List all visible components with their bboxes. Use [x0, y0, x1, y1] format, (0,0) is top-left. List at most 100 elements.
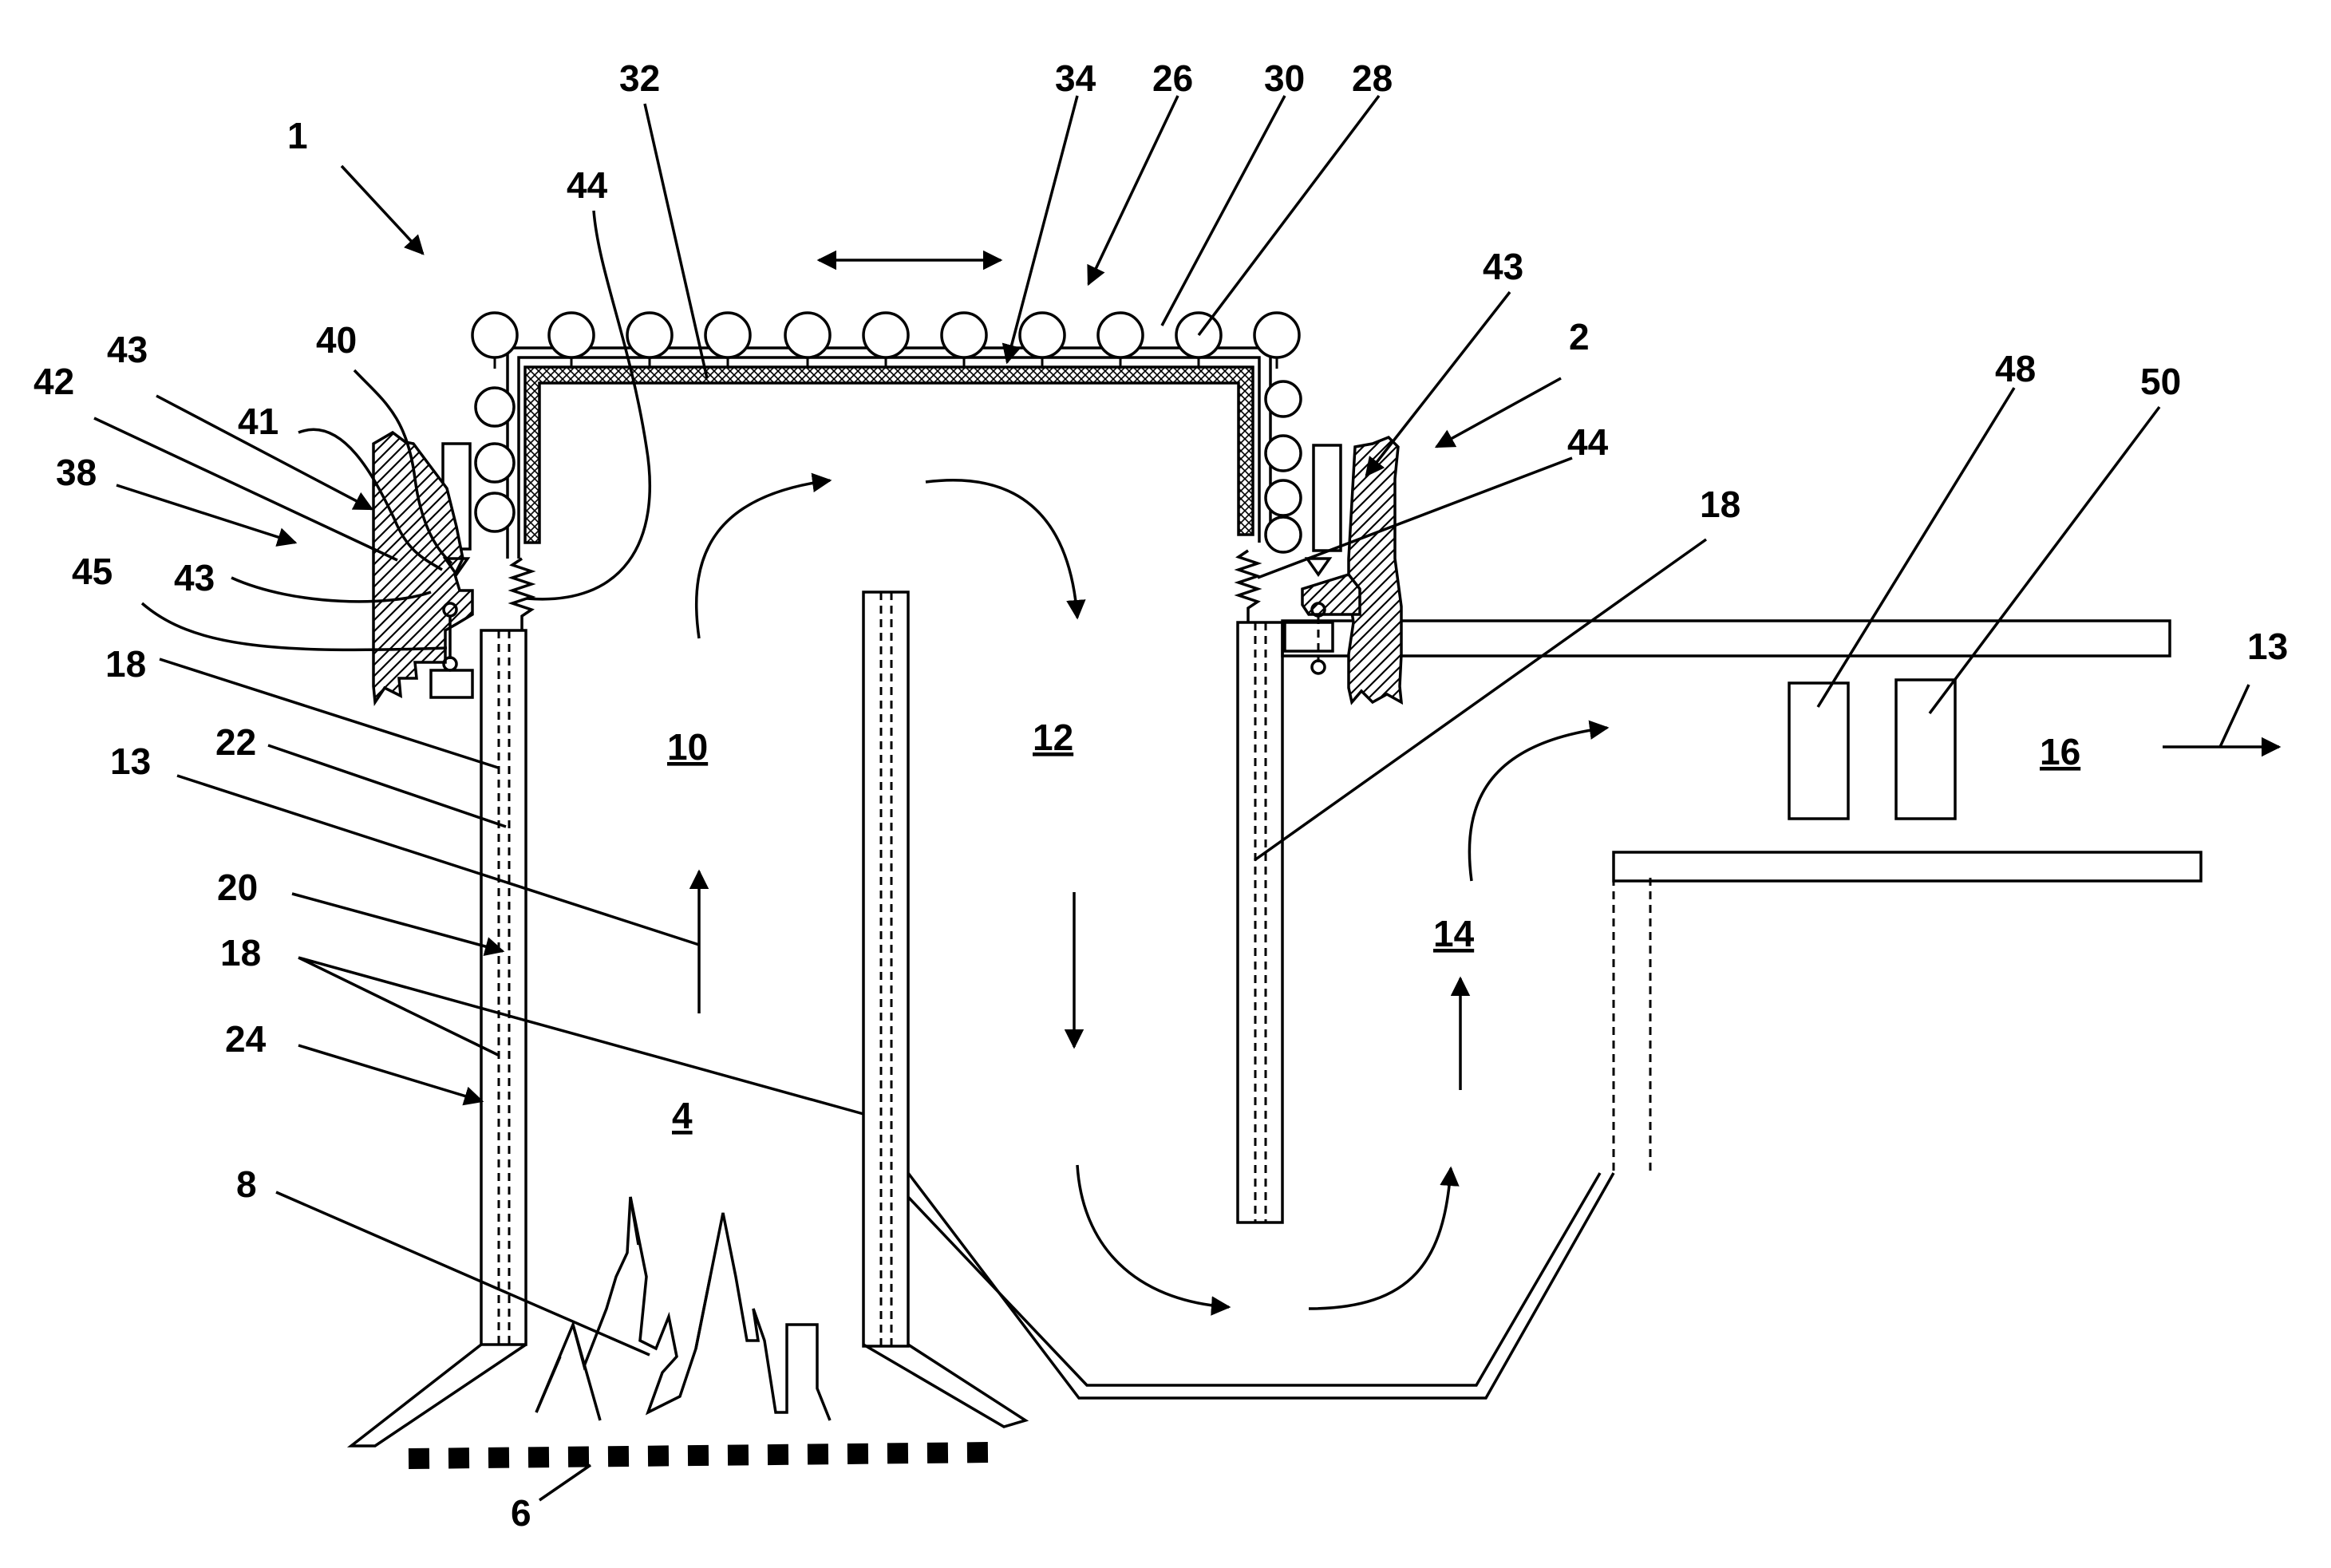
right-hopper-foot: [863, 1345, 1025, 1427]
leader-8: [276, 1192, 650, 1355]
numeral-43c: 43: [1483, 246, 1523, 287]
leader-13a: [177, 776, 699, 945]
roller: [785, 313, 830, 357]
numeral-41: 41: [238, 401, 279, 442]
left-hopper-foot: [351, 1345, 526, 1446]
roller: [863, 313, 908, 357]
right-seal-block: [1349, 437, 1401, 702]
flue-duct-upper-wall: [1282, 621, 2170, 656]
flame: [536, 1197, 830, 1420]
numeral-18a: 18: [105, 643, 146, 685]
roller: [476, 388, 514, 426]
zone-14: 14: [1433, 913, 1475, 954]
numeral-48: 48: [1995, 348, 2036, 389]
numeral-18b: 18: [220, 932, 261, 974]
numeral-38: 38: [56, 452, 97, 493]
lid-insulation: [525, 367, 1253, 543]
numeral-20: 20: [217, 867, 258, 908]
roller: [1098, 313, 1143, 357]
sensor-50: [1896, 680, 1955, 819]
roller: [705, 313, 750, 357]
numeral-24: 24: [225, 1018, 267, 1060]
numeral-43b: 43: [174, 557, 215, 598]
bracket-right: [1314, 445, 1341, 551]
zone-16: 16: [2040, 731, 2080, 772]
numeral-30: 30: [1264, 57, 1305, 99]
roller: [476, 493, 514, 531]
leader-26: [1088, 96, 1178, 284]
numeral-13b: 13: [2247, 626, 2288, 667]
roller: [1266, 436, 1301, 471]
roller: [1266, 381, 1301, 417]
flow-arrow: [1469, 728, 1607, 881]
flow-arrow: [697, 480, 830, 638]
leader-20: [292, 894, 503, 951]
flow-arrow: [1077, 1165, 1229, 1307]
latch-right: [1285, 622, 1333, 651]
latch-left: [431, 670, 472, 697]
leader-18b: [298, 958, 863, 1114]
numeral-50: 50: [2140, 361, 2181, 402]
numeral-43a: 43: [107, 329, 148, 370]
numeral-8: 8: [236, 1163, 257, 1205]
flue-duct-lower-wall: [1614, 852, 2201, 881]
roller: [1266, 517, 1301, 552]
numeral-34: 34: [1055, 57, 1096, 99]
left-seal-block: [373, 432, 472, 702]
leader-6: [539, 1465, 591, 1500]
numeral-26: 26: [1152, 57, 1193, 99]
numeral-18c: 18: [1700, 484, 1740, 525]
numeral-40: 40: [316, 319, 357, 361]
zone-4: 4: [672, 1095, 693, 1136]
left-wall: [481, 630, 526, 1345]
leader-24: [298, 1045, 482, 1101]
roller: [1266, 480, 1301, 515]
ash-pan-inner: [908, 1173, 1600, 1385]
leader-44b: [1258, 458, 1572, 578]
numeral-1: 1: [287, 115, 308, 156]
numeral-28: 28: [1352, 57, 1393, 99]
leader-38: [117, 485, 295, 543]
numeral-32: 32: [619, 57, 660, 99]
leader-30: [1162, 96, 1285, 326]
numeral-13a: 13: [110, 741, 151, 782]
numeral-44b: 44: [1567, 421, 1609, 463]
bellows-right: [1239, 551, 1258, 622]
leader-18a: [160, 659, 498, 768]
leader-50: [1930, 407, 2159, 713]
leader-1: [342, 166, 423, 254]
seal-knife-right: [1307, 559, 1329, 575]
zone-10: 10: [667, 726, 708, 768]
roller: [472, 313, 517, 357]
numeral-44a: 44: [567, 164, 608, 206]
leader-2: [1436, 378, 1561, 447]
middle-wall: [863, 592, 908, 1346]
zone-labels: 4 10 12 14 16: [667, 717, 2080, 1136]
ash-pan: [908, 1173, 1614, 1398]
leader-28: [1199, 96, 1379, 335]
leader-44a: [527, 211, 650, 599]
leader-lines: [94, 96, 2249, 1500]
roller: [476, 444, 514, 482]
hinge-pivot-left-b: [444, 658, 456, 670]
right-wall: [1238, 622, 1282, 1222]
leader-43c: [1366, 292, 1510, 476]
numeral-22: 22: [215, 721, 256, 763]
roller: [1020, 313, 1065, 357]
numeral-2: 2: [1569, 316, 1590, 357]
leader-48: [1818, 388, 2014, 707]
reference-numerals: 1 2 6 8 13 13 18 18 18 20 22 24 26 28 30…: [34, 57, 2288, 1534]
zone-12: 12: [1033, 717, 1073, 758]
leader-13b: [2220, 685, 2249, 747]
bellows-left: [512, 559, 531, 630]
flow-arrow: [926, 480, 1077, 618]
flow-arrow: [1309, 1168, 1451, 1309]
grate: [409, 1452, 991, 1459]
roller: [549, 313, 594, 357]
roller: [627, 313, 672, 357]
roller: [942, 313, 986, 357]
hinge-pivot-right-b: [1312, 661, 1325, 673]
numeral-45: 45: [72, 551, 113, 592]
numeral-6: 6: [511, 1492, 531, 1534]
